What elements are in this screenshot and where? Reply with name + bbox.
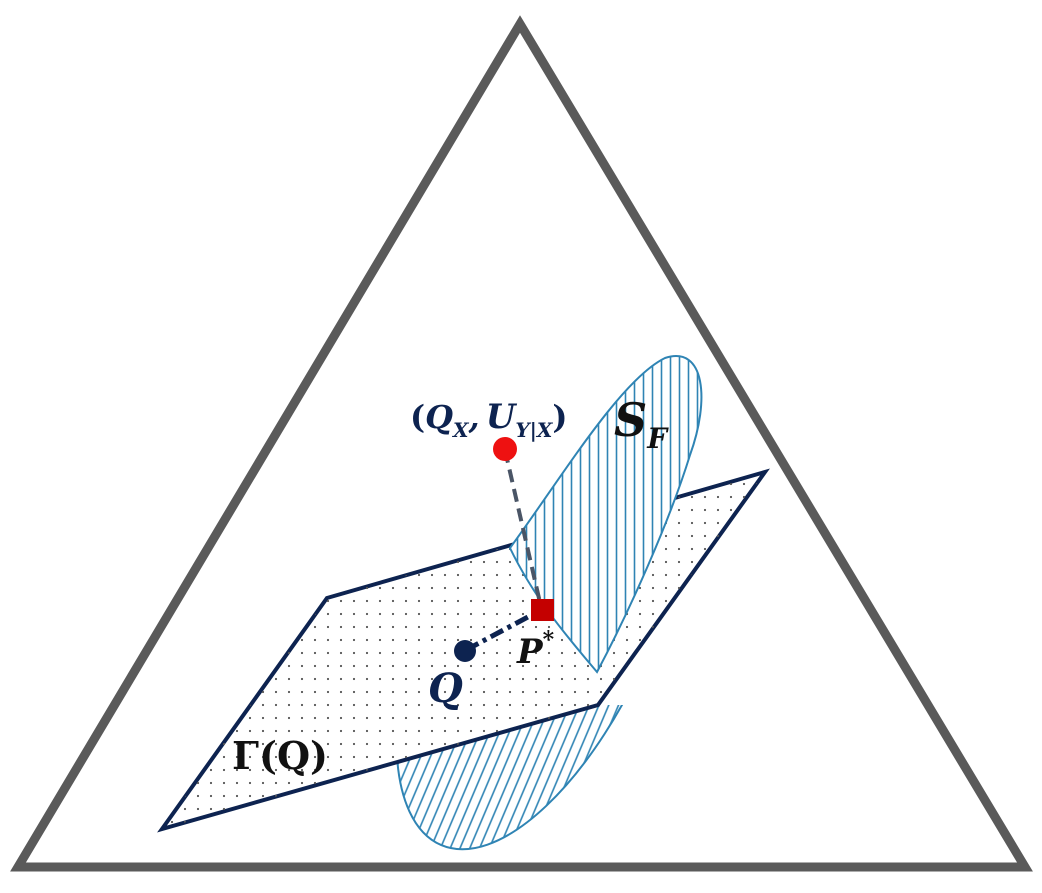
simplex-triangle bbox=[10, 15, 1033, 872]
label-q: Q bbox=[428, 665, 463, 712]
projection-dashed-line bbox=[503, 449, 543, 608]
label-qx-uyx: (QX,UY|X) bbox=[410, 397, 568, 442]
label-gamma-q: Γ(Q) bbox=[232, 733, 328, 778]
label-s-f: SF bbox=[614, 393, 669, 455]
ellipse-sf-upper bbox=[508, 355, 703, 674]
point-q bbox=[454, 640, 476, 662]
point-qx-uyx bbox=[493, 437, 517, 461]
label-p-star: P* bbox=[516, 627, 555, 672]
point-p-star bbox=[531, 599, 554, 621]
